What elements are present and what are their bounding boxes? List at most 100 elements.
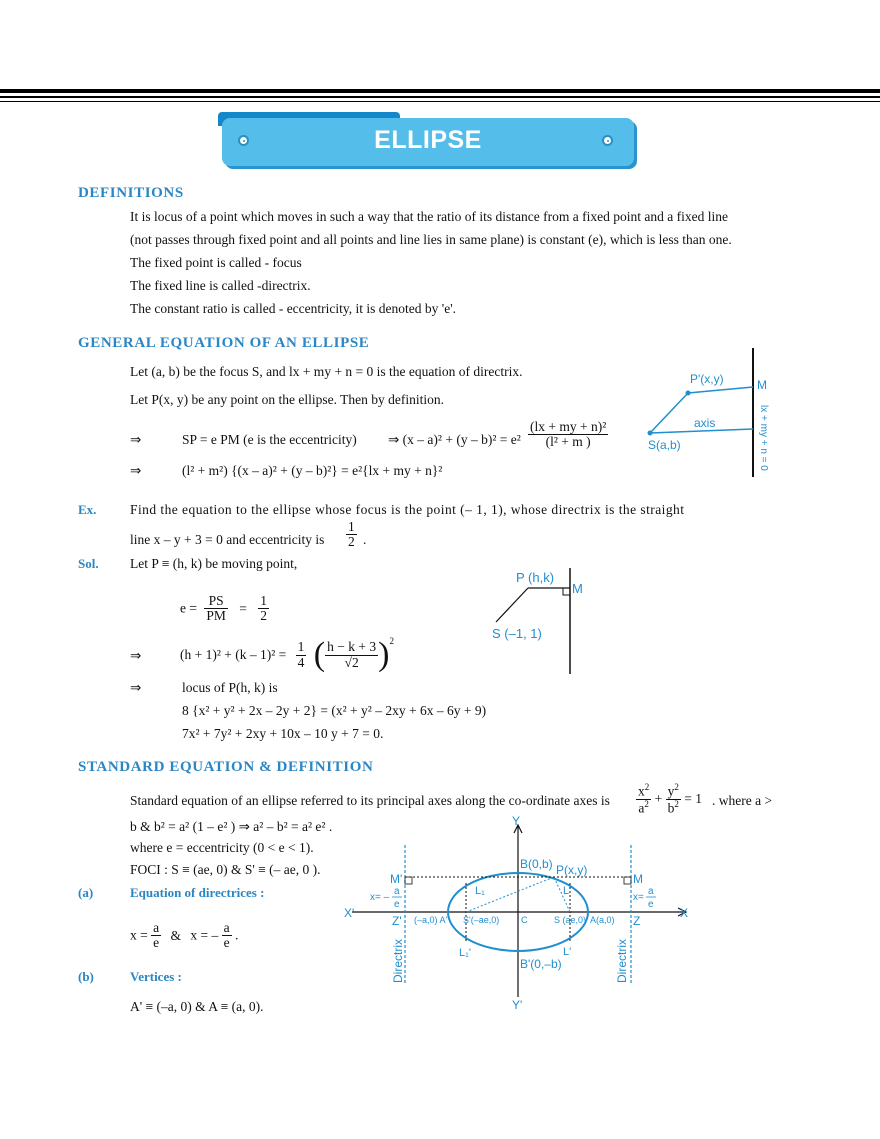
definitions-line-4: The fixed line is called -directrix. (130, 278, 311, 293)
ellipse-a-neg: (–a,0) A' (414, 915, 448, 925)
example-m-label: M (572, 581, 583, 596)
ellipse-c: C (521, 915, 528, 925)
step2-inner-num: h − k + 3 (325, 639, 379, 656)
general-line-1: Let (a, b) be the focus S, and lx + my +… (130, 364, 523, 379)
ellipse-x-eq-left: x= – (370, 892, 390, 903)
ellipse-l1: L₁ (475, 885, 485, 897)
ellipse-xneg-label: X' (344, 906, 354, 920)
step2-inner-den: √2 (344, 654, 359, 670)
step2-frac-num: 1 (295, 639, 307, 656)
ellipse-a-pos: A(a,0) (590, 915, 615, 925)
general-eq1-mid: ⇒ (x – a)² + (y – b)² = e² (388, 432, 521, 447)
banner-dot-right-icon (602, 135, 613, 146)
header-rule-thick (0, 89, 880, 93)
solution-line-1: Let P ≡ (h, k) be moving point, (130, 556, 298, 571)
title-banner: ELLIPSE (222, 118, 634, 166)
diagram-m-label: M (757, 378, 767, 392)
example-frac-num: 1 (346, 519, 357, 536)
example-line-2: line x – y + 3 = 0 and eccentricity is (130, 532, 325, 547)
example-diagram: P (h,k) M S (–1, 1) (492, 568, 583, 674)
step3-text: locus of P(h, k) is (182, 680, 278, 695)
e-eq-label: e = (180, 600, 197, 616)
step4-text: 8 {x² + y² + 2x – 2y + 2} = (x² + y² – 2… (182, 703, 487, 718)
step2-left: (h + 1)² + (k – 1)² = (180, 647, 287, 662)
ellipse-s-pos: S (ae,0) (554, 915, 586, 925)
ellipse-l1p: L₁' (459, 947, 471, 959)
banner-dot-left-icon (238, 135, 249, 146)
ellipse-x-eq-right: x= (633, 892, 644, 903)
example-frac-den: 2 (348, 534, 355, 550)
ellipse-frac-a-right: a (648, 886, 654, 897)
ellipse-m-left: M' (390, 872, 402, 886)
definitions-line-5: The constant ratio is called - eccentric… (130, 301, 456, 316)
example-s-label: S (–1, 1) (492, 626, 542, 641)
e-frac-den-1: PM (206, 608, 226, 624)
standard-line-1: Standard equation of an ellipse referred… (130, 793, 610, 808)
general-eq2: (l² + m²) {(x – a)² + (y – b)²} = e²{lx … (182, 463, 443, 478)
ellipse-yneg-label: Y' (512, 998, 522, 1012)
header-rule (0, 96, 880, 98)
definitions-line-3: The fixed point is called - focus (130, 255, 302, 270)
standard-line-3: where e = eccentricity (0 < e < 1). (130, 840, 314, 855)
ellipse-b-top: B(0,b) (520, 857, 553, 871)
standard-line-1-tail: . where a > (712, 793, 773, 808)
ellipse-b-bottom: B'(0,–b) (520, 957, 562, 971)
e-frac-num-2: 1 (258, 593, 269, 610)
standard-line-2: b & b² = a² (1 – e² ) ⇒ a² – b² = a² e² … (130, 819, 333, 834)
diagram-line-label: lx + my + n = 0 (758, 405, 769, 471)
example-period: . (363, 532, 367, 547)
ellipse-z-left: Z' (392, 914, 402, 928)
ellipse-m-right: M (633, 872, 643, 886)
definitions-line-1: It is locus of a point which moves in su… (130, 209, 728, 224)
standard-heading: STANDARD EQUATION & DEFINITION (78, 759, 374, 775)
general-line-2: Let P(x, y) be any point on the ellipse.… (130, 392, 444, 407)
example-label: Ex. (78, 502, 97, 517)
step2-frac-den: 4 (297, 654, 305, 670)
example-line-1: Find the equation to the ellipse whose f… (130, 502, 685, 517)
e-frac-den-2: 2 (260, 608, 267, 624)
implies-1: ⇒ (130, 432, 142, 447)
ellipse-frac-e-left: e (394, 899, 400, 910)
item-a-title: Equation of directrices : (130, 885, 265, 900)
directrix-diagram: P'(x,y) M axis S(a,b) lx + my + n = 0 (647, 348, 769, 477)
definitions-line-2: (not passes through fixed point and all … (130, 232, 732, 247)
e-frac-num-1: PS (204, 593, 228, 610)
ellipse-z-right: Z (633, 914, 640, 928)
diagram-axis-label: axis (694, 416, 715, 430)
vertices-text: A' ≡ (–a, 0) & A ≡ (a, 0). (130, 999, 264, 1014)
general-heading: GENERAL EQUATION OF AN ELLIPSE (78, 335, 370, 351)
item-b-title: Vertices : (130, 969, 182, 984)
ellipse-x-label: X (680, 906, 688, 920)
ellipse-diagram: Y Y' X X' B(0,b) P(x,y) B'(0,–b) M' M Z'… (344, 815, 688, 1012)
definitions-heading: DEFINITIONS (78, 185, 184, 201)
ellipse-frac-e-right: e (648, 899, 654, 910)
general-eq1-denominator: (l² + m ) (545, 434, 591, 450)
ellipse-l: L (563, 885, 569, 897)
diagram-p-label: P'(x,y) (690, 372, 724, 386)
general-eq1-left: SP = e PM (e is the eccentricity) (182, 432, 357, 447)
step5-text: 7x² + 7y² + 2xy + 10x – 10 y + 7 = 0. (182, 726, 384, 741)
example-p-label: P (h,k) (516, 570, 554, 585)
page-title: ELLIPSE (374, 126, 482, 154)
implies-2: ⇒ (130, 463, 142, 478)
header-rule-thin (0, 101, 880, 102)
solution-label: Sol. (78, 556, 99, 571)
item-a-label: (a) (78, 885, 94, 900)
ellipse-s-neg: S'(–ae,0) (463, 915, 499, 925)
ellipse-dir-right: Directrix (615, 939, 629, 983)
general-eq1-fraction: (lx + my + n)² (l² + m ) (528, 419, 609, 450)
implies-4: ⇒ (130, 680, 142, 695)
ellipse-lp: L' (563, 946, 571, 958)
ellipse-dir-left: Directrix (391, 939, 405, 983)
ellipse-p: P(x,y) (556, 863, 587, 877)
item-b-label: (b) (78, 969, 94, 984)
ellipse-y-label: Y (512, 815, 520, 828)
standard-line-4: FOCI : S ≡ (ae, 0) & S' ≡ (– ae, 0 ). (130, 862, 321, 877)
implies-3: ⇒ (130, 648, 142, 663)
ellipse-frac-a-left: a (394, 886, 400, 897)
